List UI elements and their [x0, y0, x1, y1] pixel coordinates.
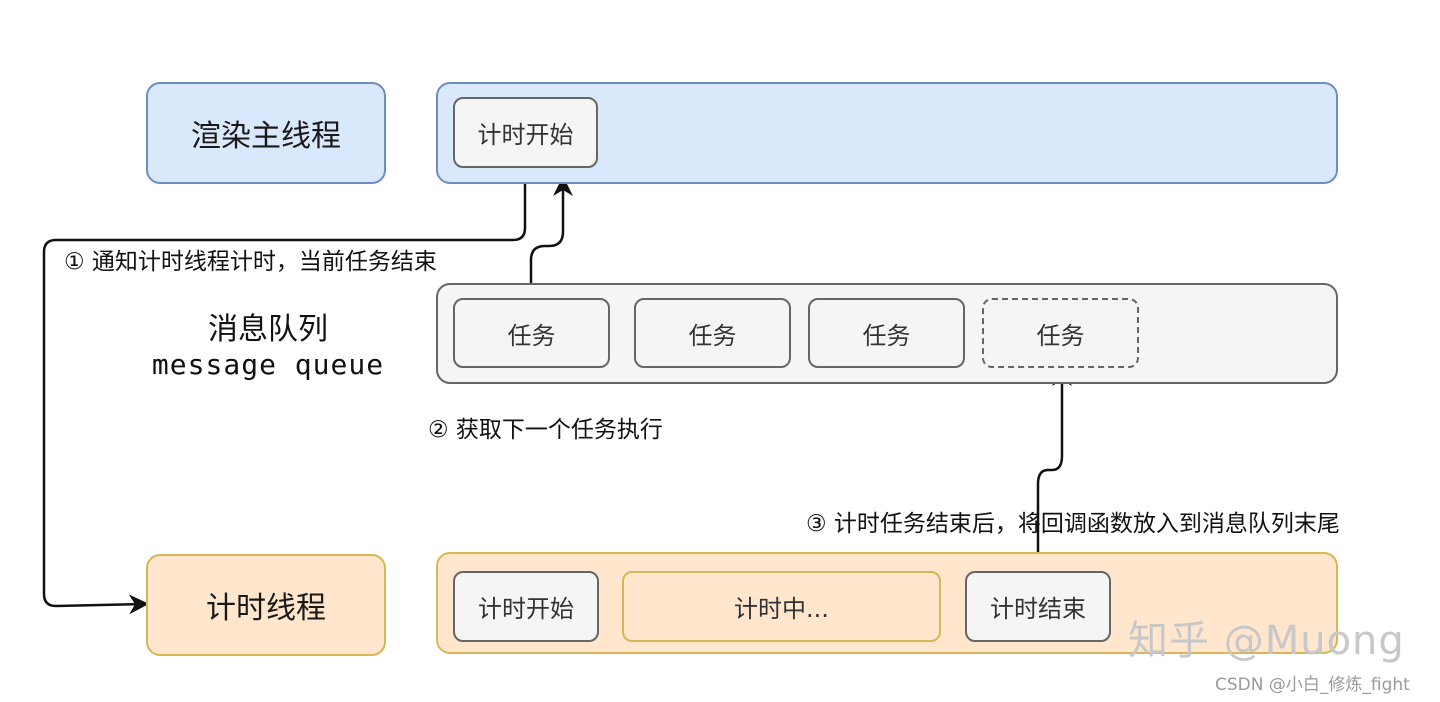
arrow-fetch-next-task [529, 176, 573, 298]
step2-label: ② 获取下一个任务执行 [428, 417, 663, 443]
message-queue-label-zh: 消息队列 [208, 312, 328, 347]
timer-start-stage: 计时开始 [453, 571, 599, 642]
render-thread-box: 渲染主线程 [146, 82, 386, 184]
message-queue-label: 消息队列 message queue [118, 304, 418, 381]
queue-task-3: 任务 [808, 298, 965, 368]
timer-thread-box: 计时线程 [146, 554, 386, 656]
queue-task-1: 任务 [453, 298, 610, 368]
render-thread-label: 渲染主线程 [191, 119, 341, 154]
queue-task-4-pending: 任务 [982, 298, 1139, 368]
step3-label: ③ 计时任务结束后，将回调函数放入到消息队列末尾 [806, 511, 1340, 537]
timer-running-stage: 计时中... [622, 571, 941, 642]
step1-label: ① 通知计时线程计时，当前任务结束 [64, 249, 437, 275]
queue-task-2: 任务 [634, 298, 791, 368]
timer-end-stage: 计时结束 [965, 571, 1111, 642]
render-timer-start-task: 计时开始 [453, 97, 598, 168]
csdn-watermark: CSDN @小白_修炼_fight [1215, 675, 1410, 695]
zhihu-watermark: 知乎 @Muong [1128, 618, 1405, 664]
timer-thread-label: 计时线程 [206, 591, 326, 626]
arrow-callback-enqueue [1036, 366, 1072, 572]
message-queue-label-en: message queue [151, 348, 385, 381]
arrow-notify-timer [42, 168, 527, 615]
